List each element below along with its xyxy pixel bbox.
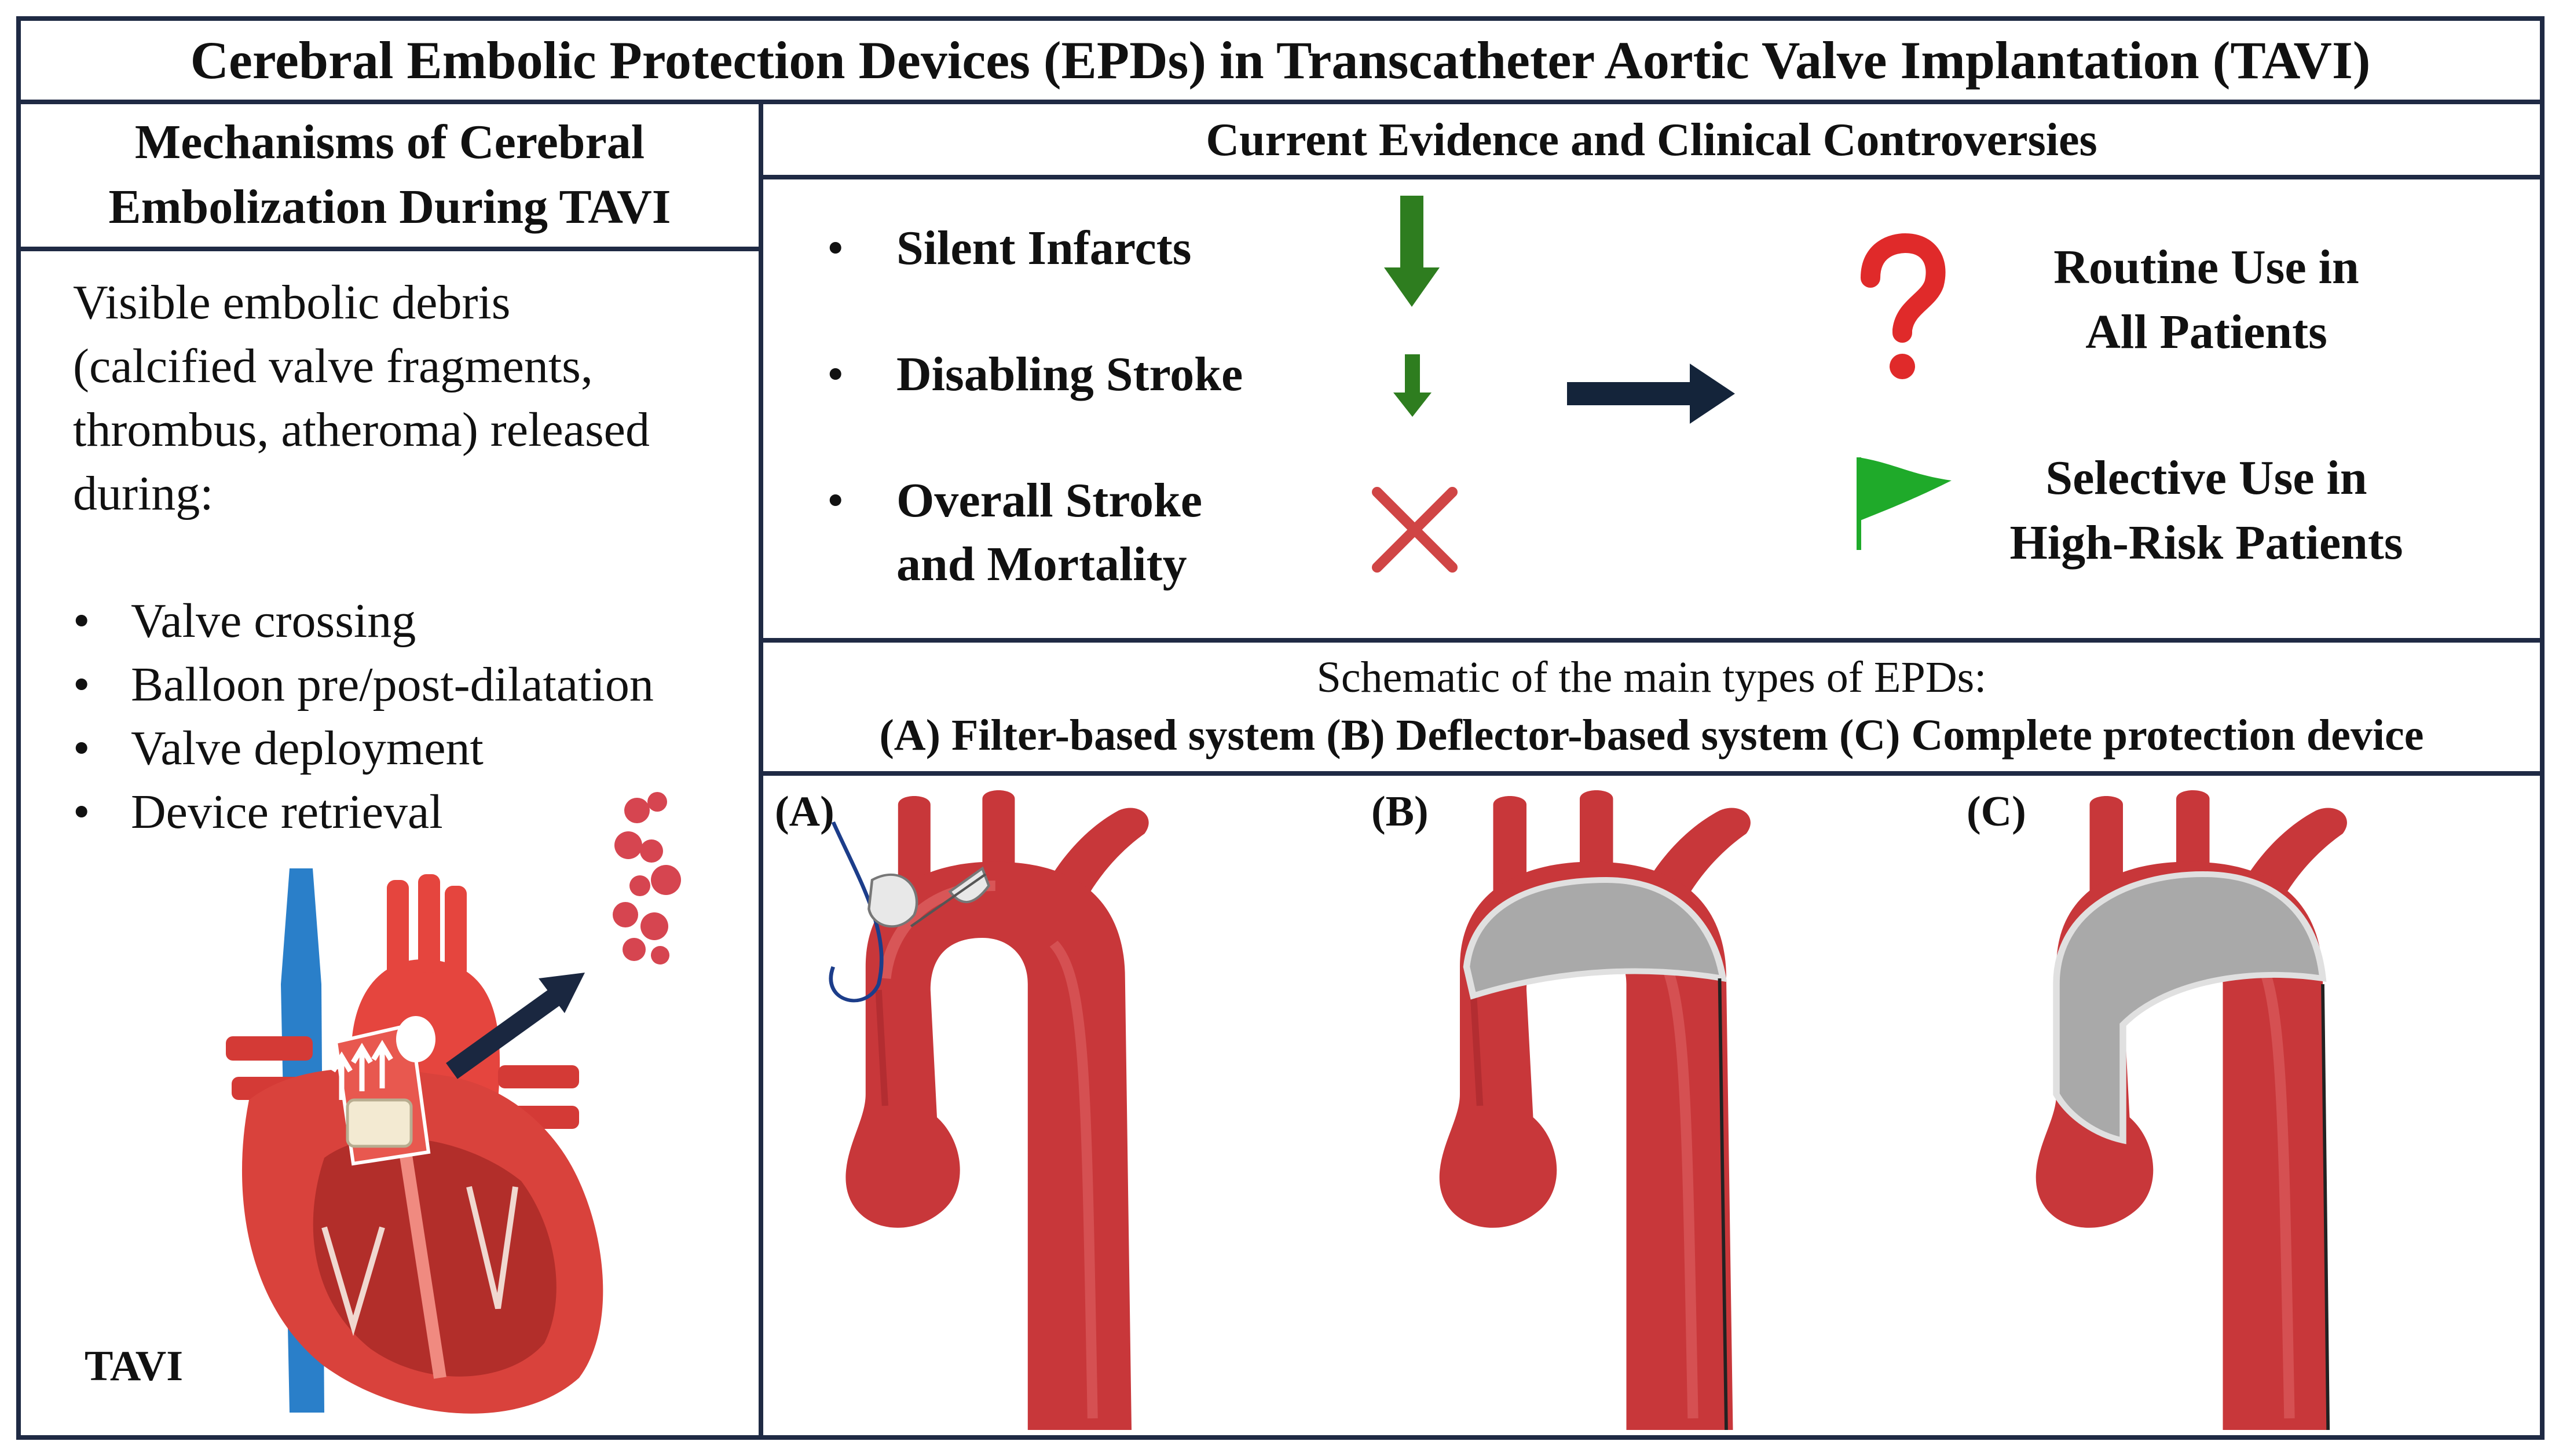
mechanisms-header-box xyxy=(16,100,763,251)
embolic-arrowhead xyxy=(539,973,585,1013)
intro-line: Visible embolic debris xyxy=(73,276,511,329)
evidence-item-overall-stroke: • Overall Stroke and Mortality xyxy=(827,474,1203,591)
heart-ostium xyxy=(396,1016,435,1062)
down-arrow-small-icon xyxy=(1393,354,1432,417)
heart-septum xyxy=(399,1151,446,1379)
heart-vessel xyxy=(498,1065,579,1088)
evidence-panel xyxy=(759,175,2545,643)
filter-wire xyxy=(829,821,884,1003)
flow-arrow xyxy=(371,1040,393,1088)
deflector-wire xyxy=(1718,978,1728,1431)
schematic-header: Schematic of the main types of EPDs: (A)… xyxy=(759,648,2545,764)
filter-catheter xyxy=(910,873,987,927)
aorta-complete-schematic xyxy=(2036,790,2347,1430)
intro-line: during: xyxy=(73,467,214,520)
panel-label-c: (C) xyxy=(1967,788,2026,835)
heart-valve-leaflet xyxy=(466,1186,518,1310)
cross-icon xyxy=(1372,487,1458,573)
intro-line: thrombus, atheroma) released xyxy=(73,403,650,457)
heart-valve-leaflet xyxy=(321,1226,385,1336)
down-arrow-large-icon xyxy=(1384,196,1440,307)
aorta-filter-schematic xyxy=(829,790,1149,1430)
list-item: Valve deployment xyxy=(73,717,762,780)
debris-intro: Visible embolic debris (calcified valve … xyxy=(73,271,756,526)
mechanisms-header-line2: Embolization During TAVI xyxy=(108,180,671,234)
schematic-header-box xyxy=(759,638,2545,776)
panel-label-a: (A) xyxy=(775,788,834,835)
evidence-item-disabling-stroke: • Disabling Stroke xyxy=(827,347,1243,401)
panel-label-b: (B) xyxy=(1371,788,1429,835)
outcome-selective: Selective Use in High-Risk Patients xyxy=(2009,451,2403,570)
flow-arrow xyxy=(331,1051,353,1100)
list-item: Valve crossing xyxy=(73,589,762,653)
green-flag-icon xyxy=(1857,457,1952,550)
tavi-valve xyxy=(346,1098,413,1148)
mechanisms-header: Mechanisms of Cerebral Embolization Duri… xyxy=(16,110,763,240)
filter-basket-1 xyxy=(867,873,918,928)
evidence-item-silent-infarcts: • Silent Infarcts xyxy=(827,221,1192,275)
evidence-header: Current Evidence and Clinical Controvers… xyxy=(1206,115,2097,166)
heart-chamber xyxy=(313,1138,557,1377)
heart-vessel xyxy=(226,1036,313,1061)
heart-vessel xyxy=(445,886,467,978)
aorta-deflector-schematic xyxy=(1440,790,1751,1430)
outcome-routine: Routine Use in All Patients xyxy=(2053,240,2359,359)
question-mark-icon xyxy=(1861,233,1946,379)
embolic-arrow xyxy=(446,982,570,1079)
mechanism-list: Valve crossing Balloon pre/post-dilatati… xyxy=(73,589,762,844)
mechanisms-header-line1: Mechanisms of Cerebral xyxy=(134,115,645,169)
list-item: Balloon pre/post-dilatation xyxy=(73,653,762,717)
complete-protection-device xyxy=(2053,871,2327,1145)
deflector-device xyxy=(1463,876,1727,1000)
flow-arrow xyxy=(351,1043,373,1091)
embolic-debris xyxy=(613,792,681,964)
heart-label: TAVI xyxy=(85,1343,184,1390)
page-title: Cerebral Embolic Protection Devices (EPD… xyxy=(190,31,2371,90)
list-item: Device retrieval xyxy=(73,780,762,844)
intro-line: (calcified valve fragments, xyxy=(73,339,593,393)
heart-vessel xyxy=(418,874,440,973)
right-arrow-icon xyxy=(1567,364,1735,424)
schematic-header-line2: (A) Filter-based system (B) Deflector-ba… xyxy=(879,711,2424,760)
schematic-header-line1: Schematic of the main types of EPDs: xyxy=(1316,653,1987,702)
heart-vessel xyxy=(387,880,409,978)
complete-device-wire xyxy=(2321,984,2330,1431)
